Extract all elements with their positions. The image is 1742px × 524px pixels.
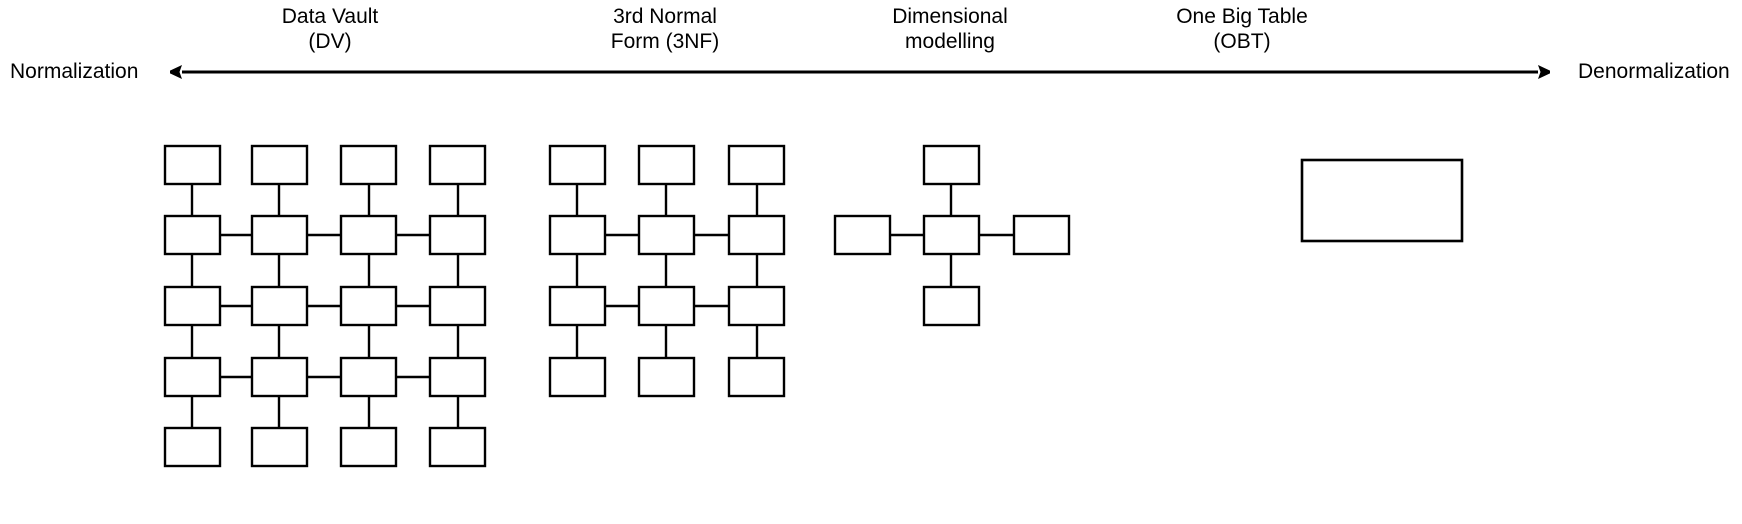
table-box xyxy=(428,214,487,256)
column-caption-third-normal-form: 3rd Normal Form (3NF) xyxy=(610,5,720,53)
dv-node-row-2 xyxy=(163,214,487,256)
column-caption-one-big-table: One Big Table (OBT) xyxy=(1176,5,1308,53)
table-box xyxy=(637,144,696,186)
table-box xyxy=(250,144,309,186)
nf-node-row-4 xyxy=(548,356,786,398)
table-box xyxy=(339,144,398,186)
dimension-box-bottom xyxy=(922,285,981,327)
nf-vertical-links xyxy=(575,184,759,358)
spectrum-arrow xyxy=(170,65,1550,79)
nf-horizontal-links xyxy=(605,233,729,308)
table-box xyxy=(727,285,786,327)
table-box xyxy=(727,356,786,398)
dv-node-row-5 xyxy=(163,426,487,468)
nf-node-row-1 xyxy=(548,144,786,186)
table-box xyxy=(339,214,398,256)
table-box xyxy=(250,356,309,398)
table-box xyxy=(637,356,696,398)
model-group-data-vault xyxy=(150,136,510,524)
table-box xyxy=(339,356,398,398)
table-box xyxy=(428,285,487,327)
table-box xyxy=(250,214,309,256)
table-box xyxy=(163,144,222,186)
table-box xyxy=(548,214,607,256)
model-group-dimensional-modelling xyxy=(820,136,1080,336)
table-box xyxy=(250,285,309,327)
dim-links xyxy=(890,184,1014,287)
table-box xyxy=(727,144,786,186)
dimension-box-top xyxy=(922,144,981,186)
dv-vertical-links xyxy=(190,184,460,428)
table-box xyxy=(637,214,696,256)
axis-label-denormalization: Denormalization xyxy=(1578,60,1730,83)
column-caption-data-vault: Data Vault (DV) xyxy=(281,5,379,53)
table-box xyxy=(163,356,222,398)
axis-label-normalization: Normalization xyxy=(10,60,139,83)
table-box xyxy=(339,285,398,327)
nf-node-row-2 xyxy=(548,214,786,256)
table-box xyxy=(727,214,786,256)
model-group-third-normal-form xyxy=(535,136,815,426)
table-box xyxy=(163,426,222,468)
table-box xyxy=(339,426,398,468)
table-box xyxy=(548,144,607,186)
table-box xyxy=(428,426,487,468)
column-caption-dimensional-modelling: Dimensional modelling xyxy=(892,5,1008,53)
table-box xyxy=(163,214,222,256)
table-box xyxy=(548,356,607,398)
dv-node-row-3 xyxy=(163,285,487,327)
model-group-one-big-table xyxy=(1290,136,1490,256)
dv-node-row-1 xyxy=(163,144,487,186)
dimension-box-right xyxy=(1012,214,1071,256)
table-box xyxy=(250,426,309,468)
table-box xyxy=(163,285,222,327)
dv-node-row-4 xyxy=(163,356,487,398)
table-box xyxy=(637,285,696,327)
fact-box-center xyxy=(922,214,981,256)
dv-horizontal-links xyxy=(220,233,430,379)
nf-node-row-3 xyxy=(548,285,786,327)
dimension-box-left xyxy=(833,214,892,256)
one-big-table-box xyxy=(1300,158,1464,243)
table-box xyxy=(548,285,607,327)
table-box xyxy=(428,144,487,186)
table-box xyxy=(428,356,487,398)
